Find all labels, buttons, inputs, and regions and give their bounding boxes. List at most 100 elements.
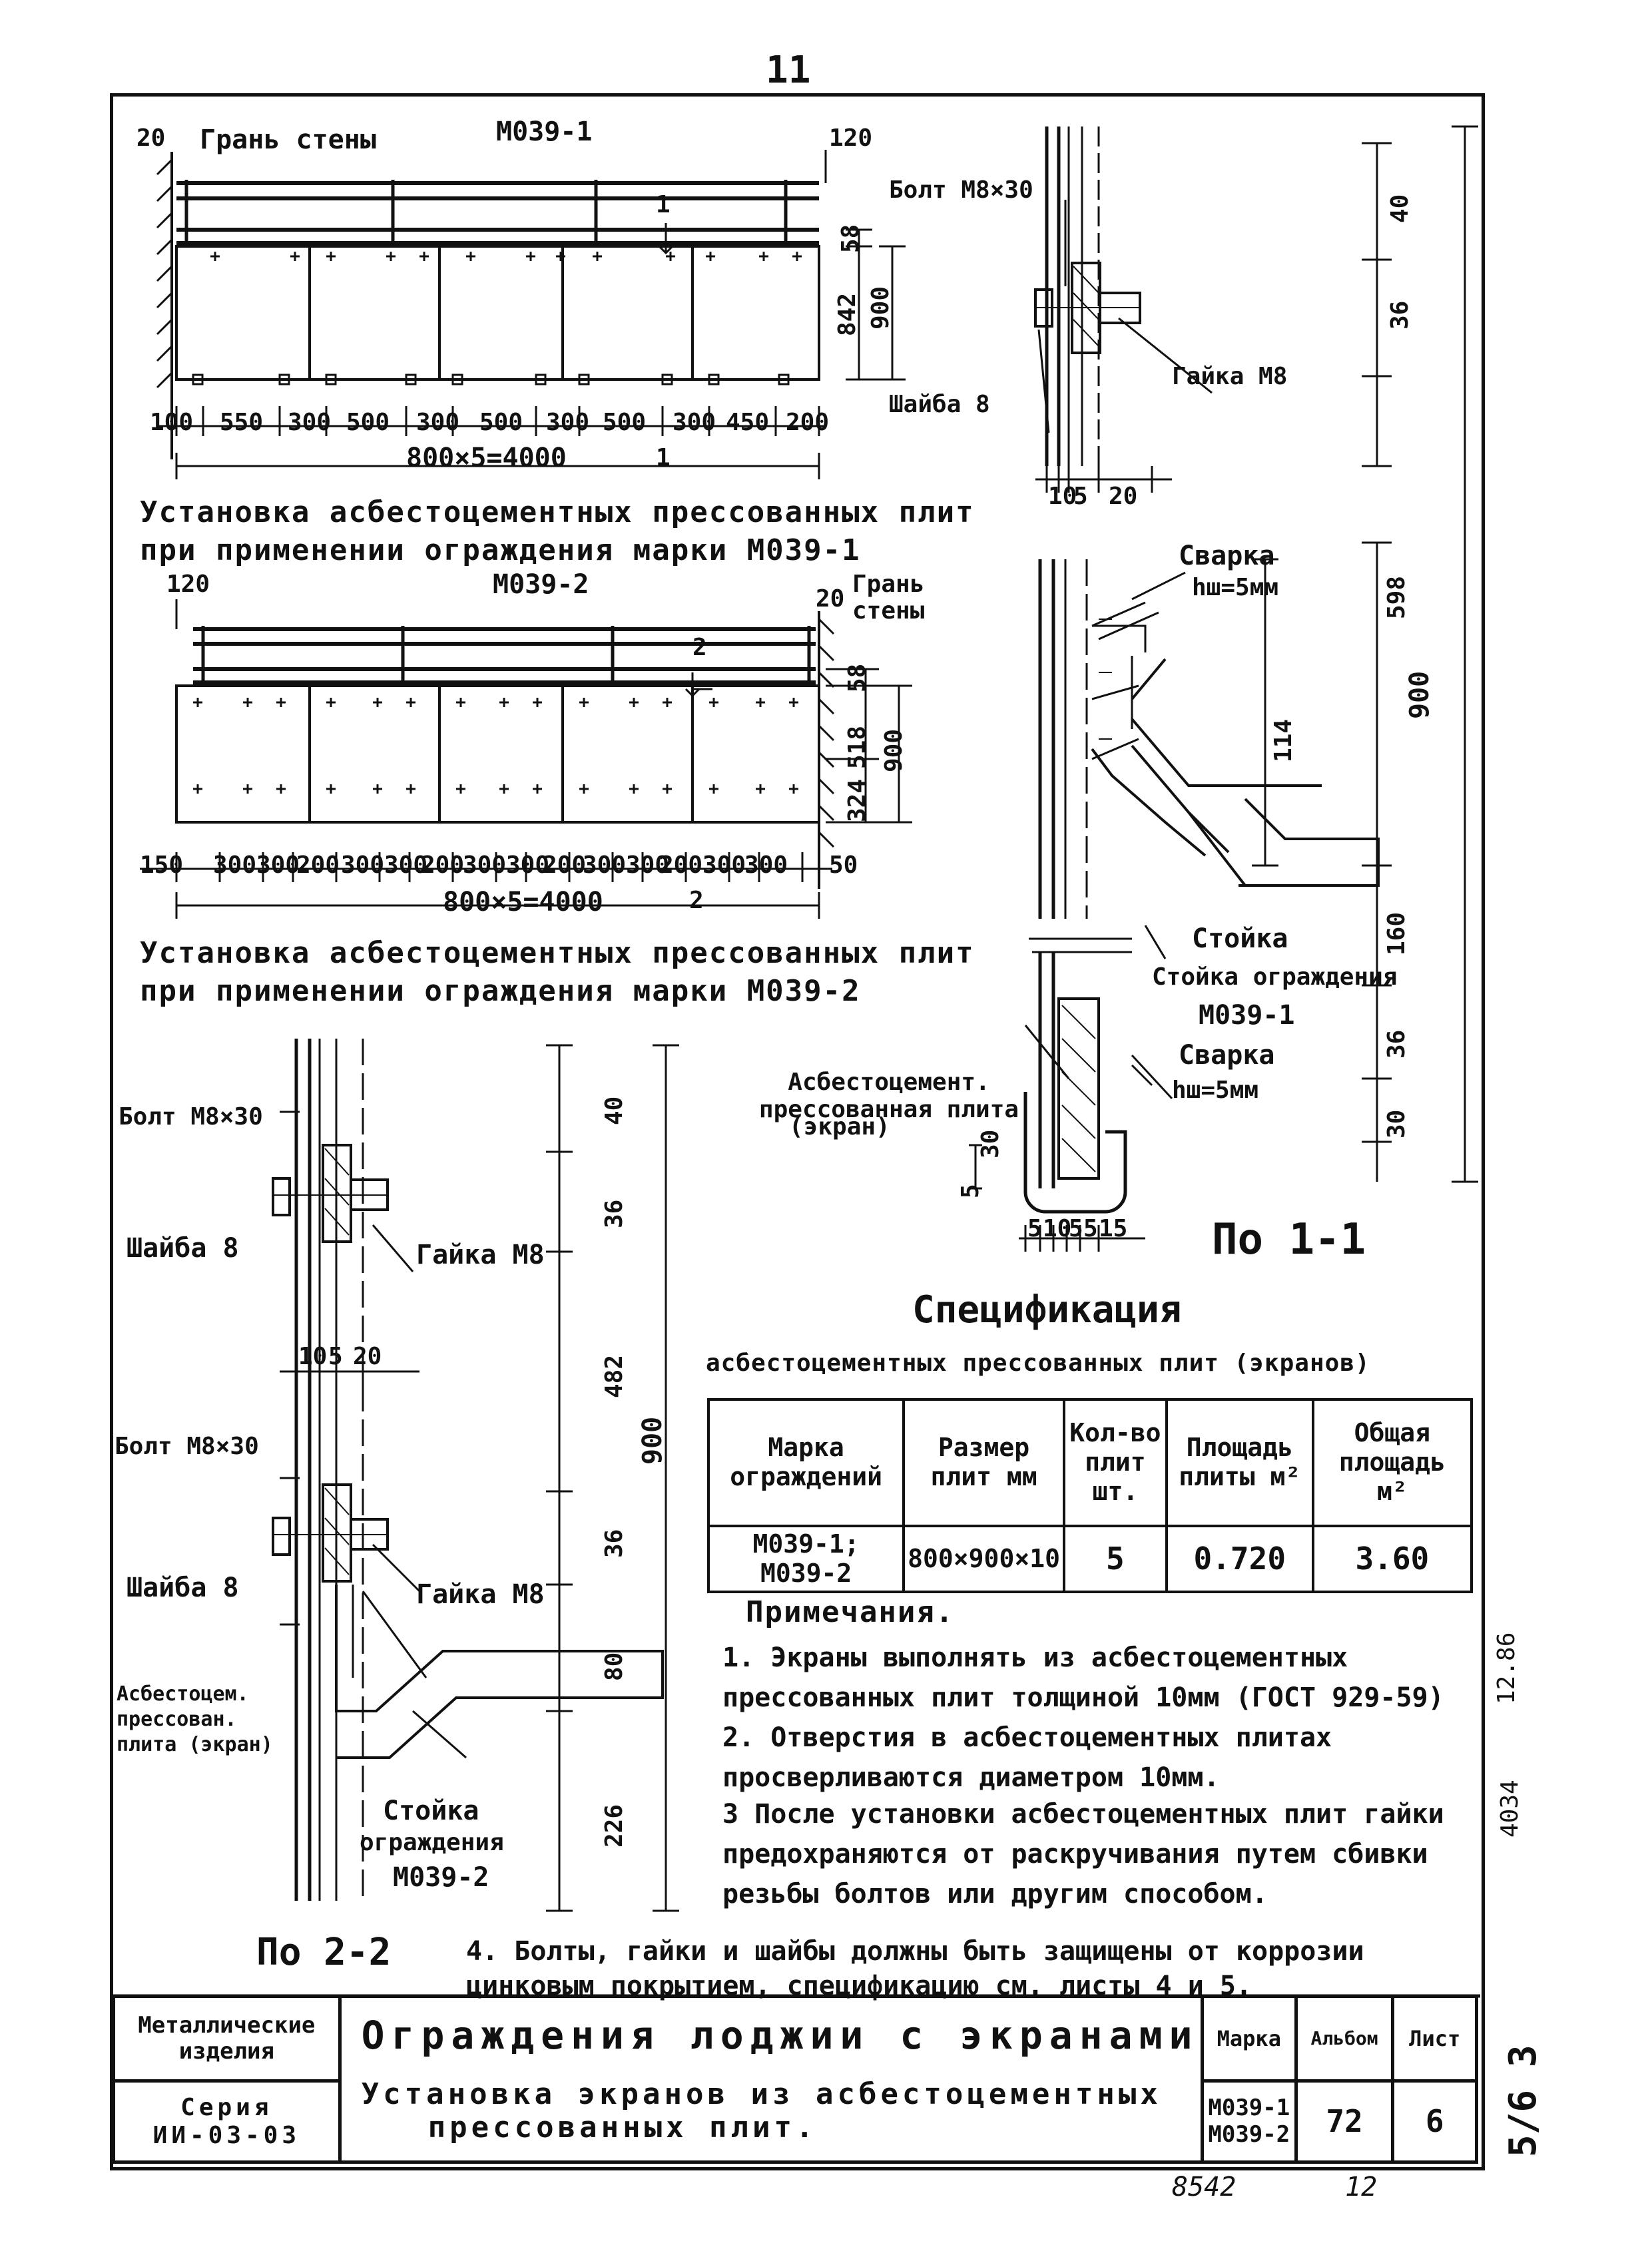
- section1-dim-b4: 15: [1099, 1215, 1128, 1242]
- section2-dim-40: 40: [601, 1096, 628, 1125]
- section2-dim-5: 5: [328, 1343, 343, 1370]
- plan2-dim-b2: 300: [256, 852, 300, 879]
- plan1-total: 800×5=4000: [406, 443, 567, 473]
- section2-post-l3: М039-2: [393, 1862, 489, 1893]
- plan2-dim-b4: 300: [341, 852, 385, 879]
- plan1-dim-b2: 300: [288, 409, 332, 436]
- section2-bolt1-label: Болт М8×30: [119, 1103, 263, 1130]
- note-4: 4. Болты, гайки и шайбы должны быть защи…: [466, 1936, 1364, 2001]
- tb-album-value: 72: [1294, 2079, 1395, 2164]
- section2-graphics: [272, 1039, 679, 1912]
- section1-weld2-h: hш=5мм: [1172, 1077, 1259, 1104]
- title-block: Металлические изделия Ограждения лоджии …: [112, 1995, 1478, 2164]
- spec-title: Спецификация: [912, 1288, 1182, 1332]
- title-block-row-1: Металлические изделия Ограждения лоджии …: [112, 1995, 1478, 2164]
- section1-dim-114: 114: [1270, 718, 1297, 762]
- section1-dim-b2: 5: [1069, 1215, 1083, 1242]
- section1-dim-b3: 5: [1083, 1215, 1098, 1242]
- detail1-dim-10: 10: [1048, 483, 1077, 510]
- section1-weld2-label: Сварка: [1179, 1040, 1275, 1071]
- plan2-dim-900: 900: [880, 728, 908, 772]
- tb-col-mark: Марка: [1200, 1995, 1298, 2083]
- section1-dim-30-left: 30: [977, 1129, 1004, 1158]
- plan1-dim-900: 900: [867, 286, 894, 330]
- spec-cell-total: 3.60: [1311, 1524, 1474, 1594]
- plan2-dim-120: 120: [166, 571, 210, 598]
- section1-dim-30: 30: [1383, 1109, 1410, 1138]
- margin-note-3: 5/6 3: [1502, 2045, 1545, 2157]
- spec-subtitle: асбестоцементных прессованных плит (экра…: [706, 1350, 1370, 1377]
- note-1: 1. Экраны выполнять из асбестоцементных …: [722, 1642, 1444, 1713]
- plan1-dim-b9: 450: [726, 409, 770, 436]
- bottom-note-1: 8542: [1172, 2172, 1237, 2202]
- section1-post-label-1: Стойка: [1192, 923, 1288, 954]
- plan1-caption-line1: Установка асбестоцементных прессованных …: [140, 495, 975, 529]
- plan1-section-mark: 1: [656, 191, 671, 218]
- section1-dim-b1: 10: [1043, 1215, 1072, 1242]
- plan2-dim-b15: 50: [829, 852, 858, 879]
- detail1-nut-label: Гайка М8: [1172, 363, 1288, 390]
- plan1-section-mark-bottom: 1: [656, 444, 671, 471]
- plan1-dim-b6: 300: [546, 409, 590, 436]
- detail1-dim-36: 36: [1386, 300, 1414, 330]
- plan1-caption-line2: при применении ограждения марки М039-1: [140, 533, 861, 567]
- plan2-dim-b6: 200: [421, 852, 465, 879]
- section2-dim-482: 482: [601, 1354, 628, 1398]
- section2-bolt2-label: Болт М8×30: [115, 1433, 259, 1460]
- page-number: 11: [766, 49, 811, 92]
- tb-mark-l1: М039-1: [1208, 2095, 1290, 2122]
- plan1-wall-face-label: Грань стены: [200, 125, 376, 155]
- notes-title: Примечания.: [746, 1595, 955, 1629]
- plan2-section-mark-bottom: 2: [689, 887, 704, 914]
- section1-dim-160: 160: [1383, 911, 1410, 955]
- section1-dim-598: 598: [1383, 575, 1410, 619]
- plan2-mark-label: М039-2: [493, 569, 589, 600]
- section2-washer2-label: Шайба 8: [127, 1573, 239, 1603]
- tb-series-value: ИИ-03-03: [152, 2121, 301, 2149]
- section2-dim-36: 36: [601, 1199, 628, 1228]
- section2-washer1-label: Шайба 8: [127, 1233, 239, 1264]
- tb-left-bottom: Серия ИИ-03-03: [112, 2079, 342, 2164]
- tb-left-top: Металлические изделия: [112, 1995, 342, 2083]
- section1-panel-label-2: (экран): [789, 1113, 890, 1140]
- tb-col-sheet: Лист: [1391, 1995, 1478, 2083]
- plan2-dim-324: 324: [844, 778, 871, 822]
- plan2-dim-20: 20: [816, 585, 845, 613]
- spec-header-mark: Марка ограждений: [706, 1398, 906, 1527]
- plan2-dim-b10: 300: [583, 852, 627, 879]
- section2-dim-900: 900: [637, 1416, 668, 1465]
- section1-dim-5-left: 5: [957, 1184, 984, 1198]
- plan2-dim-58: 58: [844, 663, 871, 692]
- spec-header-row: Марка ограждений Размер плит мм Кол-во п…: [706, 1398, 1474, 1527]
- plan1-dim-20: 20: [137, 125, 166, 152]
- plan2-dim-b9: 200: [543, 852, 587, 879]
- plan2-dim-b14: 300: [744, 852, 788, 879]
- plan2-dim-b13: 300: [702, 852, 746, 879]
- section2-nut1-label: Гайка М8: [416, 1240, 545, 1270]
- note-2: 2. Отверстия в асбестоцементных плитах п…: [722, 1722, 1332, 1793]
- detail1-bolt-label: Болт М8×30: [889, 176, 1033, 204]
- section2-dim-80: 80: [601, 1652, 628, 1681]
- tb-mark-l2: М039-2: [1208, 2121, 1290, 2148]
- plan2-graphics: [140, 599, 912, 919]
- plan2-dim-b12: 200: [659, 852, 703, 879]
- detail1-graphics: [1034, 126, 1392, 493]
- plan2-dim-518: 518: [844, 725, 871, 769]
- plan2-dim-b7: 300: [463, 852, 507, 879]
- section2-panel-l2: прессован.: [117, 1708, 237, 1731]
- plan1-dim-b1: 550: [220, 409, 264, 436]
- plan1-dim-b4: 300: [416, 409, 460, 436]
- note-3: 3 После установки асбестоцементных плит …: [722, 1799, 1444, 1909]
- detail1-washer-label: Шайба 8: [889, 391, 990, 418]
- plan2-dim-b1: 300: [213, 852, 257, 879]
- tb-mark-value: М039-1 М039-2: [1200, 2079, 1298, 2164]
- spec-row: М039-1; М039-2 800×900×10 5 0.720 3.60: [706, 1524, 1474, 1594]
- bottom-note-2: 12: [1345, 2172, 1378, 2202]
- section1-weld1-h: hш=5мм: [1192, 574, 1279, 601]
- plan2-total: 800×5=4000: [443, 887, 603, 917]
- plan1-dim-b8: 300: [673, 409, 716, 436]
- tb-title-sub-l1: Установка экранов из асбестоцементных: [361, 2077, 1162, 2111]
- plan1-graphics: [156, 150, 906, 479]
- section2-panel-l1: Асбестоцем.: [117, 1682, 249, 1706]
- section2-post-l2: ограждения: [360, 1829, 504, 1856]
